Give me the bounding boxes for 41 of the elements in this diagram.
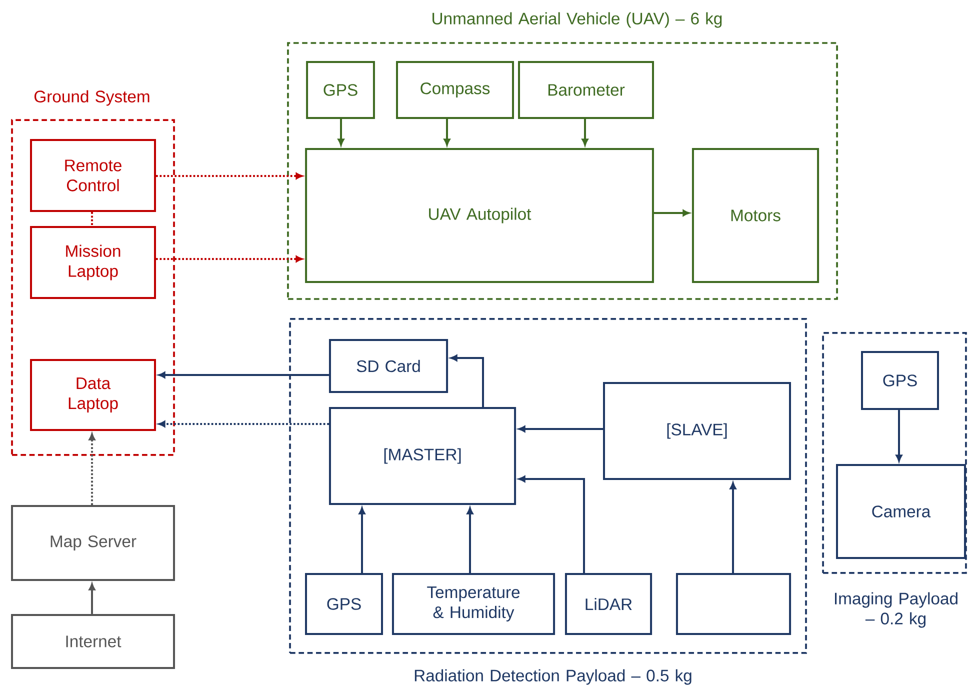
arrow xyxy=(582,119,588,146)
component-box: Map Server xyxy=(11,505,175,581)
component-box: GPS xyxy=(306,61,375,119)
arrow xyxy=(156,256,303,262)
arrow xyxy=(518,476,585,573)
arrow xyxy=(518,426,603,432)
component-box: Data Laptop xyxy=(30,359,156,431)
arrow xyxy=(88,583,96,614)
arrow xyxy=(654,210,690,216)
component-box: GPS xyxy=(861,350,939,410)
component-box: Temperature & Humidity xyxy=(392,573,556,635)
frame-heading: Ground System xyxy=(34,90,150,106)
component-box: UAV Autopilot xyxy=(305,148,654,284)
component-box: Compass xyxy=(396,61,514,119)
component-box: Mission Laptop xyxy=(30,226,156,299)
component-box: Motors xyxy=(692,148,820,284)
frame-heading: Radiation Detection Payload – 0.5 kg xyxy=(414,669,692,685)
arrow xyxy=(896,410,902,462)
arrow xyxy=(158,420,329,428)
connector-line xyxy=(91,212,93,226)
empty-box xyxy=(676,573,792,635)
arrow xyxy=(158,372,329,378)
component-box: Internet xyxy=(11,614,175,670)
component-box: Remote Control xyxy=(30,139,156,212)
arrow xyxy=(156,172,303,180)
component-box: Barometer xyxy=(518,61,654,119)
arrow xyxy=(444,119,450,146)
arrow xyxy=(358,507,366,573)
arrow xyxy=(466,507,474,573)
arrow xyxy=(730,482,736,573)
arrow xyxy=(450,354,484,407)
frame-heading: Unmanned Aerial Vehicle (UAV) – 6 kg xyxy=(432,12,722,28)
component-box: SD Card xyxy=(328,339,448,393)
component-box: [SLAVE] xyxy=(603,382,791,480)
component-box: [MASTER] xyxy=(328,407,516,505)
arrow xyxy=(88,433,96,505)
component-box: Camera xyxy=(836,464,966,560)
frame-heading: Imaging Payload – 0.2 kg xyxy=(835,592,958,628)
component-box: LiDAR xyxy=(564,573,652,635)
component-box: GPS xyxy=(305,573,383,635)
arrow xyxy=(338,119,344,146)
